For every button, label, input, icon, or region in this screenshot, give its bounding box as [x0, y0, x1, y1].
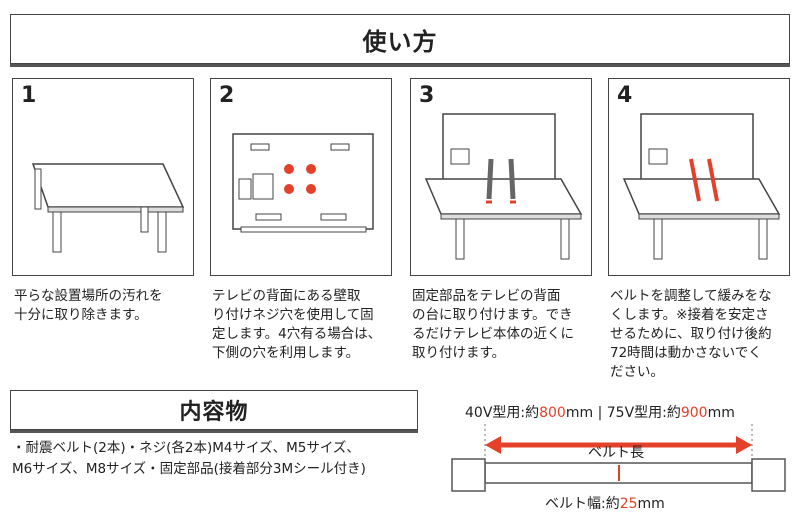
step-2-panel: 2	[210, 78, 392, 276]
belt-width-spec: ベルト幅:約25mm	[545, 496, 665, 512]
step-1-panel: 1	[12, 78, 194, 276]
step-number: 2	[219, 83, 235, 108]
belt-length-label: ベルト長	[588, 445, 644, 461]
step-4-panel: 4	[608, 78, 790, 276]
step-3-text: 固定部品をテレビの背面 の台に取り付けます。でき るだけテレビ本体の近くに 取り…	[412, 288, 574, 361]
contents-list: ・耐震ベルト(2本)・ネジ(各2本)M4サイズ、M5サイズ、 M6サイズ、M8サ…	[12, 440, 366, 477]
step-number: 3	[419, 83, 435, 108]
contents-heading: 内容物	[10, 390, 418, 430]
belt-length-spec: 40V型用:約800mm | 75V型用:約900mm	[465, 405, 735, 421]
step-2-text: テレビの背面にある壁取 り付けネジ穴を使用して固 定します。4穴有る場合は、 下…	[212, 288, 382, 361]
step-number: 4	[617, 83, 633, 108]
step-number: 1	[21, 83, 37, 108]
table-illustration	[31, 163, 185, 253]
tv-belt-illustration	[622, 113, 781, 260]
belt-diagram	[451, 424, 786, 492]
tv-back-illustration	[232, 133, 374, 233]
step-1-text: 平らな設置場所の汚れを 十分に取り除きます。	[14, 288, 163, 323]
tv-bracket-illustration	[424, 113, 583, 260]
step-3-panel: 3	[410, 78, 592, 276]
step-4-text: ベルトを調整して緩みをな くします。※接着を安定さ せるために、取り付け後約 7…	[610, 288, 772, 380]
usage-heading: 使い方	[10, 14, 790, 64]
